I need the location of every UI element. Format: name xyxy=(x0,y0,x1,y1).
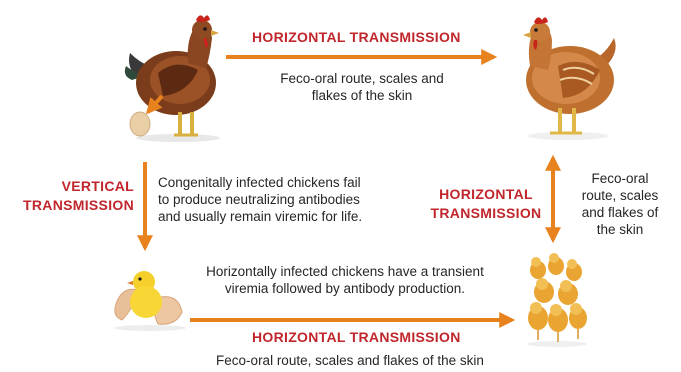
vertical-description-line-3: and usually remain viremic for life. xyxy=(158,208,403,225)
top-description-line-1: Feco-oral route, scales and xyxy=(252,70,472,87)
note-line-2: viremia followed by antibody production. xyxy=(190,280,500,297)
horizontal-infection-note: Horizontally infected chickens have a tr… xyxy=(190,263,500,297)
right-description-line-2: route, scales xyxy=(570,187,670,204)
vertical-label-line-1: VERTICAL xyxy=(18,177,134,196)
right-transmission-description: Feco-oral route, scales and flakes of th… xyxy=(570,170,670,238)
vertical-transmission-label: VERTICAL TRANSMISSION xyxy=(18,177,134,215)
vertical-transmission-description: Congenitally infected chickens fail to p… xyxy=(158,174,403,225)
vertical-description-line-1: Congenitally infected chickens fail xyxy=(158,174,403,191)
vertical-label-line-2: TRANSMISSION xyxy=(18,196,134,215)
right-label-line-1: HORIZONTAL xyxy=(426,185,546,204)
note-line-1: Horizontally infected chickens have a tr… xyxy=(190,263,500,280)
top-transmission-description: Feco-oral route, scales and flakes of th… xyxy=(252,70,472,104)
right-description-line-1: Feco-oral xyxy=(570,170,670,187)
right-description-line-3: and flakes of xyxy=(570,204,670,221)
egg-arrow xyxy=(148,96,162,112)
top-description-line-2: flakes of the skin xyxy=(252,87,472,104)
top-transmission-label: HORIZONTAL TRANSMISSION xyxy=(252,29,461,45)
right-transmission-label: HORIZONTAL TRANSMISSION xyxy=(426,185,546,223)
right-label-line-2: TRANSMISSION xyxy=(426,204,546,223)
bottom-transmission-description: Feco-oral route, scales and flakes of th… xyxy=(195,352,505,369)
right-description-line-4: the skin xyxy=(570,221,670,238)
bottom-transmission-label: HORIZONTAL TRANSMISSION xyxy=(252,329,461,345)
vertical-description-line-2: to produce neutralizing antibodies xyxy=(158,191,403,208)
